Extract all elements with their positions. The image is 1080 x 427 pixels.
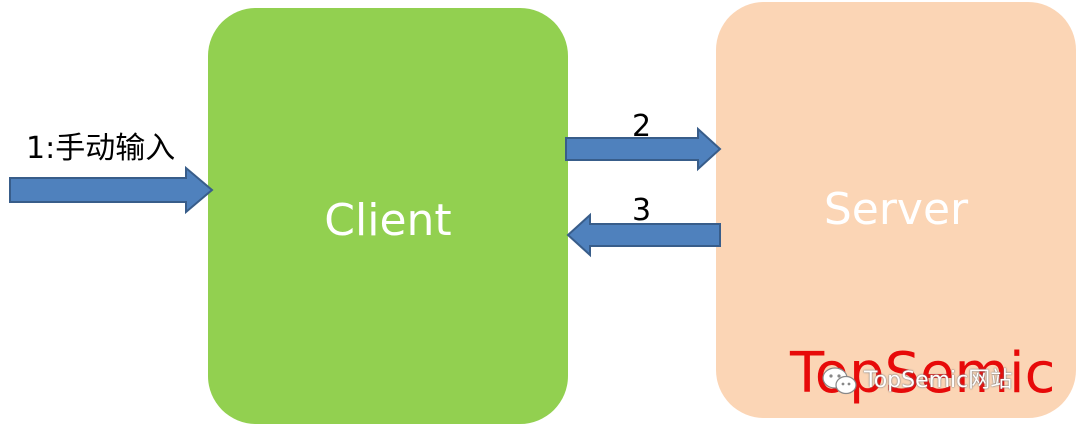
wechat-icon [822, 367, 857, 395]
input-arrow-label: 1:手动输入 [26, 131, 176, 166]
input-arrow [9, 165, 214, 215]
client-label: Client [324, 195, 452, 246]
response-arrow [566, 212, 721, 258]
request-arrow-shape [565, 126, 722, 172]
server-label: Server [823, 184, 969, 235]
watermark-text: TopSemic网站 [864, 368, 1013, 393]
request-arrow-label: 2 [632, 109, 652, 144]
response-arrow-label: 3 [632, 193, 652, 228]
response-arrow-shape [566, 212, 721, 258]
request-arrow [565, 126, 722, 172]
server-box: Server [716, 2, 1076, 418]
client-box: Client [208, 8, 568, 424]
input-arrow-shape [9, 165, 214, 215]
watermark: TopSemic网站 [822, 366, 1012, 396]
